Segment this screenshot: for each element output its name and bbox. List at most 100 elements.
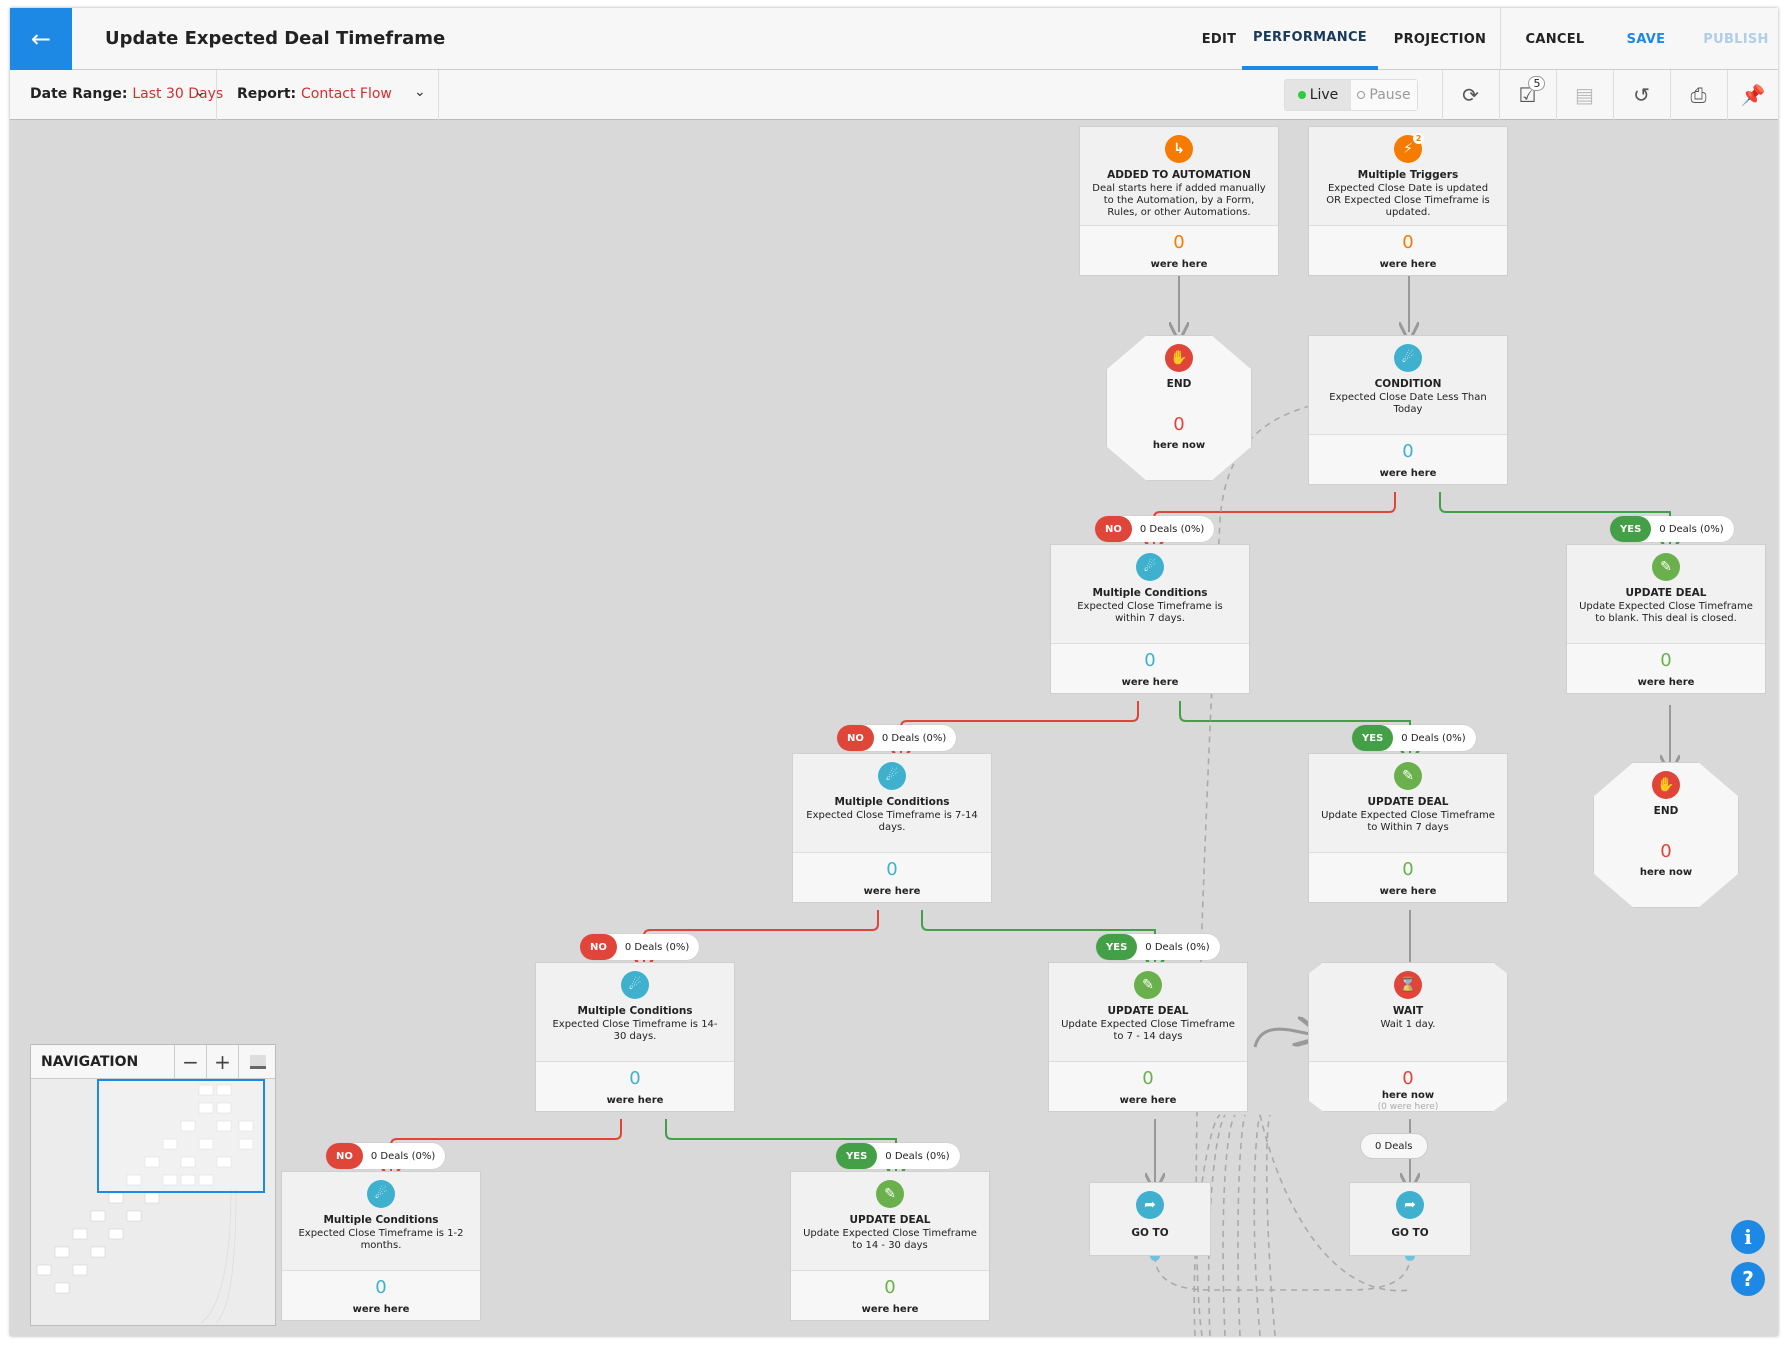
fit-icon <box>249 1055 266 1069</box>
chevron-down-icon[interactable]: ⌄ <box>194 84 206 100</box>
node-added-to-automation[interactable]: ↳ ADDED TO AUTOMATION Deal starts here i… <box>1079 126 1279 276</box>
node-goto[interactable]: ➦ GO TO <box>1349 1182 1471 1256</box>
cancel-button[interactable]: CANCEL <box>1525 31 1585 47</box>
date-range-select[interactable]: Date Range: Last 30 Days <box>30 86 223 102</box>
node-count-label: were here <box>1119 1095 1177 1106</box>
node-count-label: here now <box>1381 1090 1435 1101</box>
no-tag: NO <box>1095 516 1132 542</box>
node-count-label: were here <box>1150 259 1208 270</box>
info-icon: i <box>1744 1225 1752 1249</box>
no-tag: NO <box>580 934 617 960</box>
tasks-count-badge: 5 <box>1528 76 1546 91</box>
report-label: Report: <box>237 86 297 102</box>
node-update-deal-7-14[interactable]: ✎ UPDATE DEAL Update Expected Close Time… <box>1048 962 1248 1112</box>
node-desc: Expected Close Date is updated OR Expect… <box>1326 183 1490 218</box>
trigger-icon: ⚡2 <box>1394 133 1424 163</box>
tasks-button[interactable]: ☑5 <box>1499 70 1555 120</box>
node-desc: Deal starts here if added manually to th… <box>1092 183 1266 218</box>
edit-deal-icon: ✎ <box>1134 971 1162 999</box>
node-count: 0 <box>1660 841 1672 862</box>
edit-deal-icon: ✎ <box>1652 553 1680 581</box>
live-button[interactable]: Live <box>1285 80 1351 110</box>
zoom-out-button[interactable]: − <box>174 1045 206 1079</box>
refresh-button[interactable]: ⟳ <box>1442 70 1498 120</box>
minimap-viewport[interactable] <box>97 1079 265 1193</box>
node-update-deal-within-7[interactable]: ✎ UPDATE DEAL Update Expected Close Time… <box>1308 753 1508 903</box>
notes-button[interactable]: ▤ <box>1556 70 1612 120</box>
workflow-canvas[interactable]: ↳ ADDED TO AUTOMATION Deal starts here i… <box>10 120 1778 1336</box>
help-button[interactable]: ? <box>1731 1262 1765 1296</box>
node-multiple-triggers[interactable]: ⚡2 Multiple Triggers Expected Close Date… <box>1308 126 1508 276</box>
publish-button[interactable]: PUBLISH <box>1703 31 1769 47</box>
node-multiple-conditions-1-2-months[interactable]: ☄ Multiple Conditions Expected Close Tim… <box>281 1171 481 1321</box>
live-pause-toggle: Live Pause <box>1284 79 1418 111</box>
branch-icon: ☄ <box>367 1180 395 1208</box>
start-icon: ↳ <box>1165 135 1193 163</box>
minimap[interactable] <box>31 1079 275 1325</box>
back-button[interactable]: ← <box>10 8 72 70</box>
report-select[interactable]: Report: Contact Flow <box>237 86 392 102</box>
node-end[interactable]: ✋ END 0 here now <box>1106 335 1252 481</box>
node-title: Multiple Conditions <box>1092 587 1208 599</box>
node-multiple-conditions-7-14[interactable]: ☄ Multiple Conditions Expected Close Tim… <box>792 753 992 903</box>
tab-projection[interactable]: PROJECTION <box>1393 31 1487 47</box>
node-desc: Update Expected Close Timeframe to blank… <box>1579 601 1753 624</box>
node-desc: Update Expected Close Timeframe to 7 - 1… <box>1061 1019 1235 1042</box>
node-title: UPDATE DEAL <box>1107 1005 1189 1017</box>
node-goto[interactable]: ➦ GO TO <box>1089 1182 1211 1256</box>
help-icon: ? <box>1742 1267 1754 1291</box>
branch-count: 0 Deals (0%) <box>885 1150 950 1162</box>
hourglass-icon: ⌛ <box>1394 971 1422 999</box>
node-title: Multiple Conditions <box>323 1214 439 1226</box>
tab-performance[interactable]: PERFORMANCE <box>1242 8 1378 70</box>
node-title: Multiple Triggers <box>1357 169 1459 181</box>
node-update-deal-closed[interactable]: ✎ UPDATE DEAL Update Expected Close Time… <box>1566 544 1766 694</box>
chevron-down-icon[interactable]: ⌄ <box>414 84 426 100</box>
node-title: GO TO <box>1391 1227 1429 1239</box>
fit-view-button[interactable] <box>238 1045 276 1079</box>
node-desc: Update Expected Close Timeframe to 14 - … <box>803 1228 977 1251</box>
trigger-count-badge: 2 <box>1413 133 1424 144</box>
save-button[interactable]: SAVE <box>1626 31 1666 47</box>
node-multiple-conditions-7[interactable]: ☄ Multiple Conditions Expected Close Tim… <box>1050 544 1250 694</box>
node-end[interactable]: ✋ END 0 here now <box>1593 762 1739 908</box>
node-count: 0 <box>375 1277 387 1298</box>
node-count: 0 <box>1402 859 1414 880</box>
report-value: Contact Flow <box>301 86 392 102</box>
info-button[interactable]: i <box>1731 1220 1765 1254</box>
node-count-label: were here <box>1637 677 1695 688</box>
history-button[interactable]: ↺ <box>1613 70 1669 120</box>
yes-tag: YES <box>1610 516 1652 542</box>
plus-icon: + <box>214 1050 231 1074</box>
branch-count: 0 Deals (0%) <box>1401 732 1466 744</box>
no-tag: NO <box>326 1143 363 1169</box>
node-multiple-conditions-14-30[interactable]: ☄ Multiple Conditions Expected Close Tim… <box>535 962 735 1112</box>
live-label: Live <box>1309 87 1339 103</box>
node-update-deal-14-30[interactable]: ✎ UPDATE DEAL Update Expected Close Time… <box>790 1171 990 1321</box>
node-desc: Wait 1 day. <box>1380 1019 1436 1030</box>
node-count-label: were here <box>1121 677 1179 688</box>
node-title: Multiple Conditions <box>577 1005 693 1017</box>
branch-count: 0 Deals (0%) <box>1145 941 1210 953</box>
tab-edit[interactable]: EDIT <box>1201 31 1237 47</box>
node-count-label: were here <box>861 1304 919 1315</box>
zoom-in-button[interactable]: + <box>206 1045 238 1079</box>
pin-icon: 📌 <box>1740 83 1766 107</box>
node-count-label: were here <box>1379 886 1437 897</box>
status-dot-icon <box>1357 91 1366 99</box>
node-count-label: were here <box>352 1304 410 1315</box>
arrow-left-icon: ← <box>30 25 52 53</box>
pause-button[interactable]: Pause <box>1351 80 1417 110</box>
wait-deals-pill: 0 Deals <box>1360 1133 1428 1159</box>
node-title: GO TO <box>1131 1227 1169 1239</box>
print-button[interactable]: ⎙ <box>1670 70 1726 120</box>
node-condition[interactable]: ☄ CONDITION Expected Close Date Less Tha… <box>1308 335 1508 485</box>
pin-button[interactable]: 📌 <box>1727 70 1778 120</box>
history-icon: ↺ <box>1633 83 1650 107</box>
